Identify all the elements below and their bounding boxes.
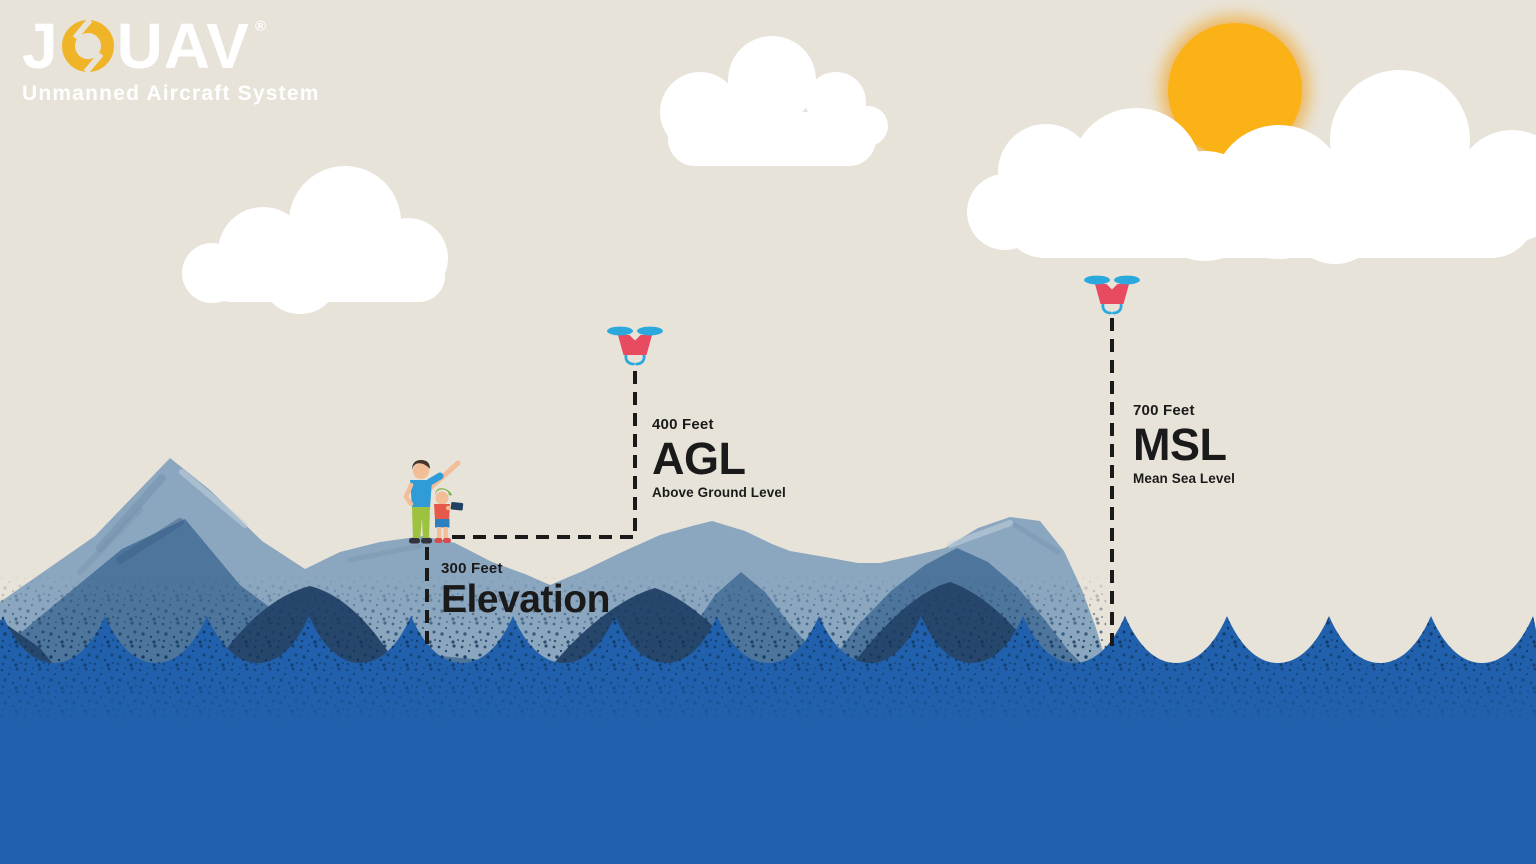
msl-altitude-value: 700 Feet bbox=[1133, 402, 1195, 419]
agl-altitude-value: 400 Feet bbox=[652, 416, 714, 433]
brand-logo: J UAV ® Unmanned Aircraft System bbox=[22, 14, 320, 106]
brand-letter-j: J bbox=[22, 10, 59, 82]
agl-full-name: Above Ground Level bbox=[652, 485, 786, 500]
brand-wordmark: J UAV ® bbox=[22, 14, 320, 78]
cloud-right bbox=[967, 70, 1536, 264]
registered-trademark-icon: ® bbox=[254, 17, 267, 35]
pilot-and-child-figures bbox=[403, 460, 464, 544]
msl-full-name: Mean Sea Level bbox=[1133, 471, 1235, 486]
mountain-texture-streaks bbox=[77, 469, 1061, 575]
elevation-altitude-value: 300 Feet bbox=[441, 560, 503, 577]
msl-abbreviation: MSL bbox=[1133, 419, 1227, 470]
agl-dashed-line bbox=[452, 368, 637, 539]
elevation-label-group: 300 Feet Elevation bbox=[441, 560, 610, 619]
cloud-middle bbox=[660, 36, 888, 166]
msl-label-group: 700 Feet MSL Mean Sea Level bbox=[1133, 402, 1235, 486]
brand-letters-uav: UAV bbox=[116, 10, 250, 82]
cloud-left bbox=[182, 166, 448, 314]
agl-label-group: 400 Feet AGL Above Ground Level bbox=[652, 416, 786, 500]
brand-tagline: Unmanned Aircraft System bbox=[22, 82, 320, 105]
elevation-abbreviation: Elevation bbox=[441, 578, 610, 621]
jouav-o-icon bbox=[61, 18, 115, 74]
agl-abbreviation: AGL bbox=[652, 433, 746, 484]
